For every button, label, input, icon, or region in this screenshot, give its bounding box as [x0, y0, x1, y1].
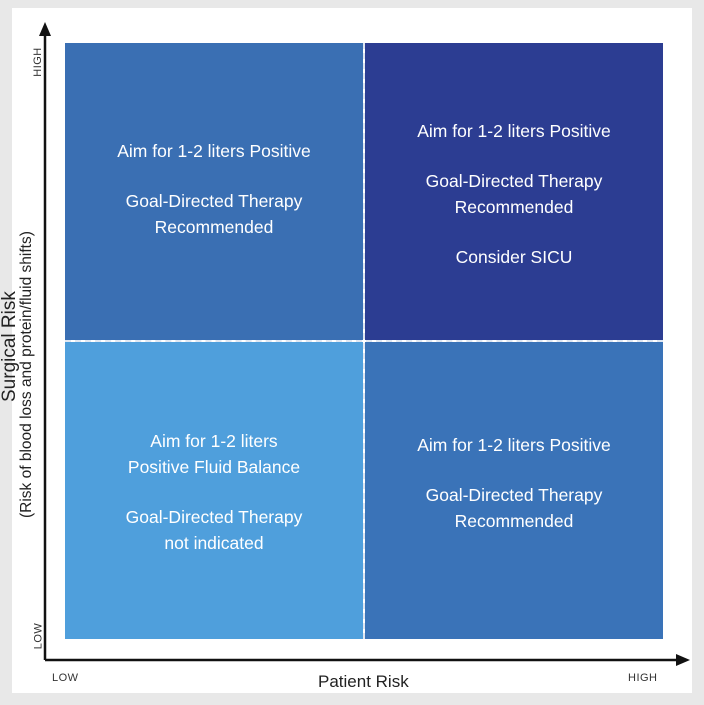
quadrant-bottom-left-line4: not indicated — [164, 533, 264, 553]
quadrant-bottom-right-line3: Recommended — [454, 511, 574, 531]
quadrant-bottom-left-line2: Positive Fluid Balance — [127, 457, 301, 477]
quadrant-top-left-line1: Aim for 1-2 liters Positive — [117, 141, 311, 161]
x-axis-low-label: LOW — [52, 672, 79, 684]
quadrant-bottom-left-line3: Goal-Directed Therapy — [125, 507, 303, 527]
x-axis-high-label: HIGH — [628, 672, 658, 684]
horizontal-dashed-divider — [65, 340, 663, 342]
quadrant-top-left-line2: Goal-Directed Therapy — [125, 191, 303, 211]
quadrant-bottom-right: Aim for 1-2 liters Positive Goal-Directe… — [365, 342, 663, 639]
quadrant-top-right-line1: Aim for 1-2 liters Positive — [417, 121, 611, 141]
quadrant-top-left-line3: Recommended — [154, 217, 274, 237]
quadrant-top-right-line3: Recommended — [454, 197, 574, 217]
quadrant-bottom-right-line2: Goal-Directed Therapy — [425, 485, 603, 505]
x-axis-arrowhead — [676, 654, 690, 666]
quadrant-bottom-left: Aim for 1-2 liters Positive Fluid Balanc… — [65, 342, 363, 639]
y-axis-subtitle: (Risk of blood loss and protein/fluid sh… — [18, 231, 35, 518]
y-axis-low-label: LOW — [32, 622, 45, 650]
quadrant-bottom-right-line1: Aim for 1-2 liters Positive — [417, 435, 611, 455]
quadrant-top-right-line4: Consider SICU — [455, 247, 573, 267]
quadrant-top-left: Aim for 1-2 liters Positive Goal-Directe… — [65, 43, 363, 340]
y-axis-high-label: HIGH — [31, 47, 44, 77]
x-axis-title: Patient Risk — [318, 672, 409, 691]
quadrant-top-right-line2: Goal-Directed Therapy — [425, 171, 603, 191]
quadrant-bottom-left-line1: Aim for 1-2 liters — [150, 431, 278, 451]
quadrant-top-right: Aim for 1-2 liters Positive Goal-Directe… — [365, 43, 663, 340]
y-axis-arrowhead — [39, 22, 51, 36]
